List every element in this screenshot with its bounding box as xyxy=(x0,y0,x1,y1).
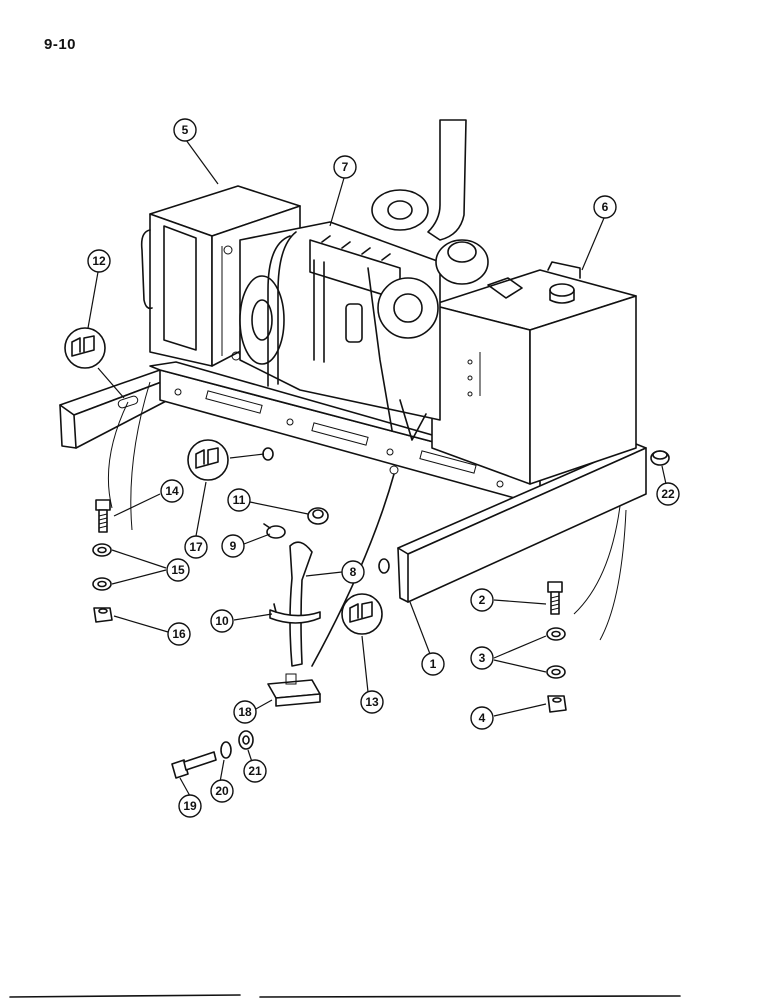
frame-rail-left xyxy=(59,369,173,449)
svg-text:2: 2 xyxy=(479,593,486,607)
svg-text:15: 15 xyxy=(171,563,185,577)
grommet-part xyxy=(307,507,329,525)
callout-10: 10 xyxy=(210,609,234,633)
nut-bracket xyxy=(238,730,254,750)
callout-16: 16 xyxy=(167,622,191,646)
svg-text:4: 4 xyxy=(479,711,486,725)
leader-lines xyxy=(87,139,667,797)
nut-right xyxy=(547,695,567,713)
callout-17: 17 xyxy=(184,535,208,559)
svg-text:20: 20 xyxy=(215,784,229,798)
callout-18: 18 xyxy=(233,700,257,724)
engine xyxy=(239,189,489,441)
mounting-bracket xyxy=(267,673,321,707)
svg-text:3: 3 xyxy=(479,651,486,665)
callout-4: 4 xyxy=(470,706,494,730)
svg-text:21: 21 xyxy=(248,764,262,778)
callout-3: 3 xyxy=(470,646,494,670)
exhaust-pipe xyxy=(427,119,467,241)
callout-15: 15 xyxy=(166,558,190,582)
clip-detail-13 xyxy=(341,593,383,635)
callout-21: 21 xyxy=(243,759,267,783)
svg-text:1: 1 xyxy=(430,657,437,671)
callout-8: 8 xyxy=(341,560,365,584)
bolt-bracket xyxy=(171,751,217,779)
washer-left-lower xyxy=(92,577,112,591)
svg-text:14: 14 xyxy=(165,484,179,498)
callout-13: 13 xyxy=(360,690,384,714)
clip-detail-12 xyxy=(64,327,106,369)
washer-right-upper xyxy=(546,627,566,641)
drain-hose xyxy=(289,541,313,667)
svg-text:19: 19 xyxy=(183,799,197,813)
callout-22: 22 xyxy=(656,482,680,506)
callout-2: 2 xyxy=(470,588,494,612)
svg-text:10: 10 xyxy=(215,614,229,628)
svg-text:9: 9 xyxy=(230,539,237,553)
svg-text:7: 7 xyxy=(342,160,349,174)
washer-left-upper xyxy=(92,543,112,557)
svg-text:13: 13 xyxy=(365,695,379,709)
page-number: 9-10 xyxy=(44,36,77,53)
clip-detail-17 xyxy=(187,439,229,481)
svg-text:6: 6 xyxy=(602,200,609,214)
svg-text:22: 22 xyxy=(661,487,675,501)
callout-9: 9 xyxy=(221,534,245,558)
callout-7: 7 xyxy=(333,155,357,179)
nut-left xyxy=(93,607,113,623)
svg-text:8: 8 xyxy=(350,565,357,579)
hose-clamp-part xyxy=(263,523,286,539)
bottom-edge-rule xyxy=(9,994,681,998)
svg-text:16: 16 xyxy=(172,627,186,641)
washer-bracket xyxy=(220,741,232,759)
callout-14: 14 xyxy=(160,479,184,503)
callout-5: 5 xyxy=(173,118,197,142)
washer-right-lower xyxy=(546,665,566,679)
bolt-left xyxy=(95,499,111,533)
callout-6: 6 xyxy=(593,195,617,219)
svg-text:17: 17 xyxy=(189,540,203,554)
callout-11: 11 xyxy=(227,488,251,512)
o-ring-left xyxy=(262,447,274,461)
hose-strap xyxy=(269,603,321,624)
frame-crossmember xyxy=(397,443,647,603)
svg-text:11: 11 xyxy=(233,493,246,507)
callout-1: 1 xyxy=(421,652,445,676)
svg-text:18: 18 xyxy=(238,705,252,719)
callout-12: 12 xyxy=(87,249,111,273)
o-ring-right xyxy=(378,558,390,574)
svg-text:12: 12 xyxy=(92,254,106,268)
svg-text:5: 5 xyxy=(182,123,189,137)
callout-19: 19 xyxy=(178,794,202,818)
plug-part xyxy=(650,450,670,466)
callout-20: 20 xyxy=(210,779,234,803)
fuel-tank xyxy=(431,261,637,485)
bolt-right xyxy=(547,581,563,615)
